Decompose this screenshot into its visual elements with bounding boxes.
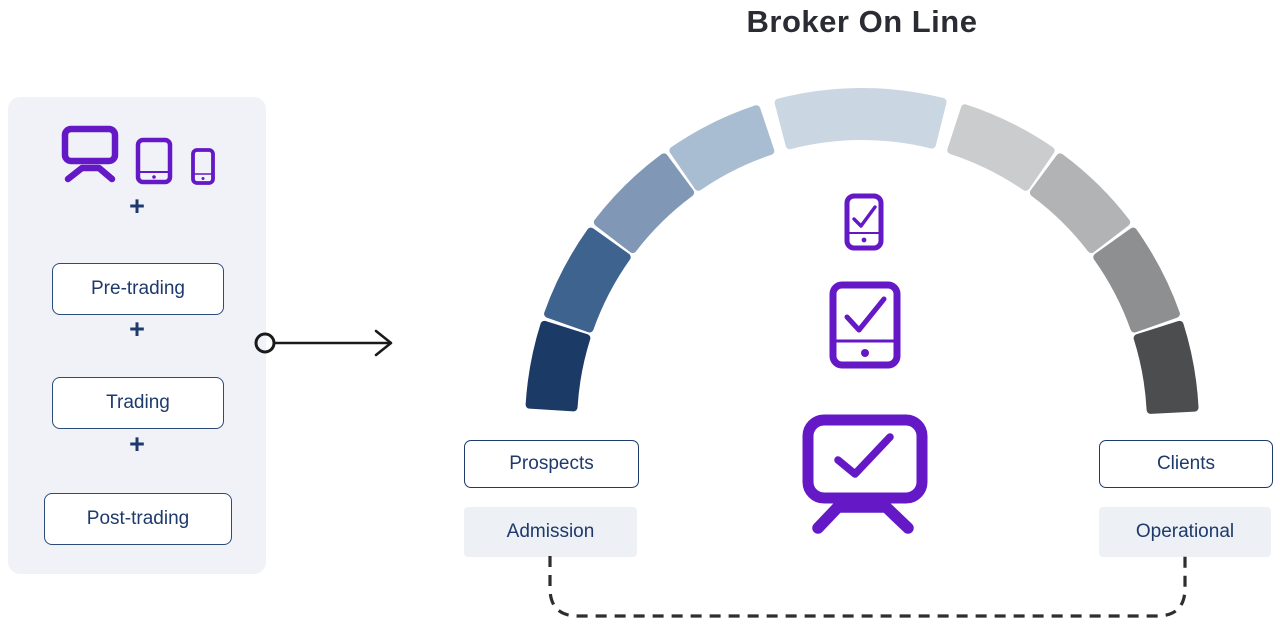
prospects-label: Prospects [509,453,594,474]
stage-box-post-trading: Post-trading [44,493,232,545]
phone-check-icon [844,193,884,251]
trading-stack-panel: + Pre-trading + Trading + Post-trading [8,97,266,574]
devices-icons-group [61,125,215,185]
gauge-segment-left-2 [544,227,631,333]
plus-sign: + [129,314,145,344]
monitor-check-icon [802,414,928,534]
phone-icon [191,148,215,185]
maturity-gauge [525,88,1199,414]
clients-box: Clients [1099,440,1273,488]
tablet-check-icon [829,281,901,369]
dashed-connector [548,556,1187,618]
clients-label: Clients [1156,453,1216,474]
gauge-segment-left-4 [669,105,775,191]
arrow-head [374,329,393,357]
stage-label: Pre-trading [91,278,185,299]
gauge-segment-right-1 [1133,320,1199,414]
stage-box-pre-trading: Pre-trading [52,263,224,315]
admission-label: Admission [506,521,595,542]
stage-label: Trading [106,392,170,413]
gauge-segment-right-4 [947,104,1055,191]
arrow-origin-circle [254,332,276,354]
tablet-icon [135,137,173,185]
center-devices-group [802,193,928,534]
plus-sign: + [129,429,145,459]
admission-tag: Admission [464,507,637,557]
flow-arrow [254,329,393,357]
operational-tag: Operational [1099,507,1271,557]
gauge-segment-left-1 [525,320,591,412]
prospects-box: Prospects [464,440,639,488]
gauge-segment-apex [774,88,947,150]
gauge-segment-left-3 [593,153,695,254]
operational-label: Operational [1135,521,1235,542]
gauge-segment-right-3 [1029,153,1131,254]
stage-box-trading: Trading [52,377,224,429]
gauge-segment-right-2 [1093,227,1180,333]
monitor-icon [61,125,119,183]
page-title: Broker On Line [746,4,978,39]
plus-sign: + [129,191,145,221]
stage-label: Post-trading [86,508,190,529]
